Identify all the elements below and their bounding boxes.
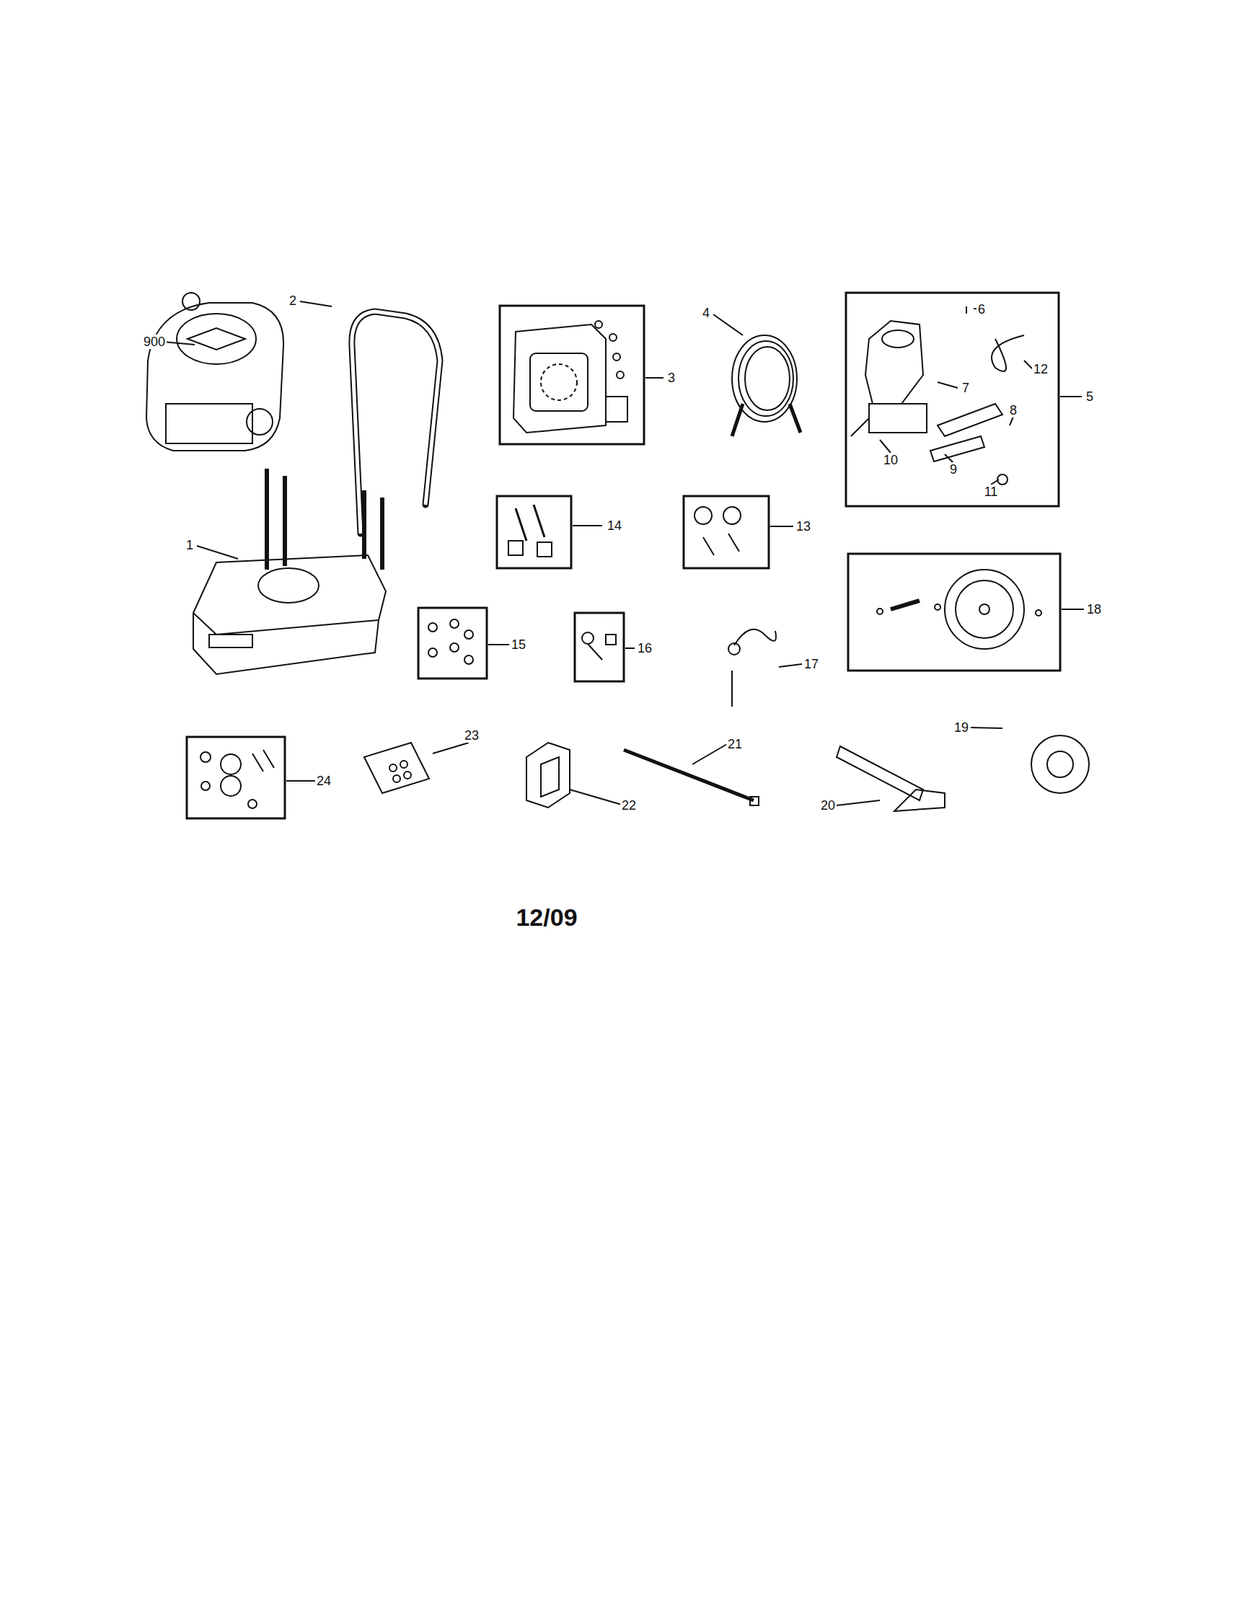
callout-number: 24: [315, 773, 333, 789]
date-code: 12/09: [514, 904, 579, 931]
callout-number: 15: [509, 637, 528, 652]
callout-number: 8: [1008, 403, 1019, 418]
callout-number: 10: [882, 452, 900, 468]
callout-number: 11: [982, 484, 1000, 500]
callout-number: 1: [184, 538, 195, 553]
callout-number: 3: [666, 370, 677, 386]
callout-number: 13: [794, 519, 813, 534]
callout-number: 18: [1085, 602, 1103, 617]
callout-number: 6: [976, 302, 987, 317]
callout-number: 23: [463, 728, 481, 743]
callout-number: 12: [1032, 362, 1050, 377]
callout-number: 9: [948, 462, 959, 477]
callout-number: 900: [142, 334, 167, 350]
callout-number: 4: [700, 305, 712, 321]
callout-number: 14: [605, 518, 624, 533]
callout-number: 2: [287, 293, 298, 308]
callout-number: 22: [620, 798, 638, 813]
callout-number: 19: [952, 720, 970, 735]
callout-number: 5: [1084, 389, 1095, 404]
callout-number: 20: [819, 798, 837, 813]
callout-number: 21: [726, 737, 744, 752]
callout-number: 7: [960, 380, 971, 396]
callout-number: 17: [802, 657, 820, 672]
callout-number: 16: [636, 641, 654, 656]
